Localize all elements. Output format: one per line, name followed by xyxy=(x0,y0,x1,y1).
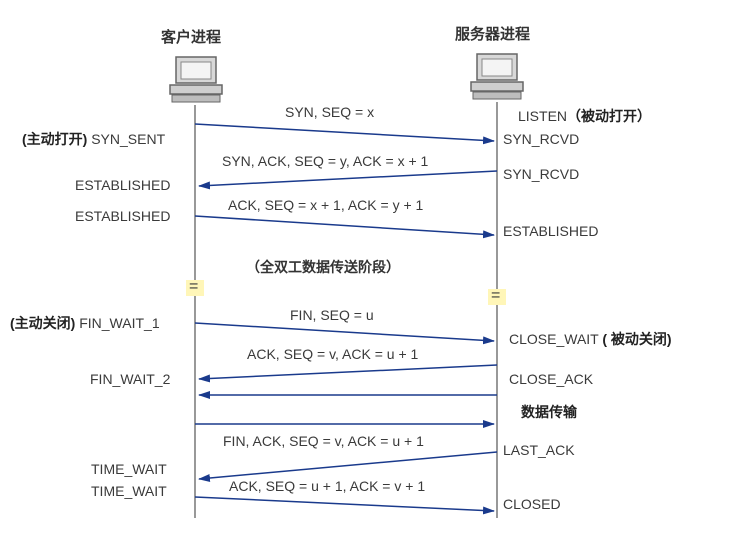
client-state-time-wait-2: TIME_WAIT xyxy=(91,483,167,499)
server-state-closed: CLOSED xyxy=(503,496,561,512)
fin-wait-1-label: FIN_WAIT_1 xyxy=(79,315,160,331)
arrow-fin xyxy=(194,322,495,345)
client-computer-icon xyxy=(169,56,223,103)
server-state-listen: LISTEN（被动打开） xyxy=(518,108,651,124)
server-break-marker-bg xyxy=(488,289,506,305)
client-state-fin-wait-1: (主动关闭) FIN_WAIT_1 xyxy=(10,315,160,331)
client-state-established-2: ESTABLISHED xyxy=(75,208,171,224)
active-open-note: (主动打开) xyxy=(22,131,88,147)
server-state-close-wait: CLOSE_WAIT ( 被动关闭) xyxy=(509,331,672,347)
server-break-marker: = xyxy=(491,287,501,304)
message-label: ACK, SEQ = u + 1, ACK = v + 1 xyxy=(229,478,426,494)
arrow-fin-ack xyxy=(198,364,498,383)
full-duplex-phase-label: （全双工数据传送阶段） xyxy=(246,259,400,275)
syn-sent-label: SYN_SENT xyxy=(91,131,166,147)
close-wait-label: CLOSE_WAIT xyxy=(509,331,599,347)
message-label: FIN, SEQ = u xyxy=(290,307,374,323)
client-state-syn-sent: (主动打开) SYN_SENT xyxy=(22,131,165,147)
listen-label: LISTEN xyxy=(518,108,568,124)
server-state-established: ESTABLISHED xyxy=(503,223,599,239)
message-label: SYN, ACK, SEQ = y, ACK = x + 1 xyxy=(222,153,429,169)
arrow-syn-ack xyxy=(198,170,498,190)
message-label: FIN, ACK, SEQ = v, ACK = u + 1 xyxy=(223,433,424,449)
client-process-title: 客户进程 xyxy=(161,29,222,46)
message-label: ACK, SEQ = x + 1, ACK = y + 1 xyxy=(228,197,424,213)
arrow-last-ack xyxy=(194,496,495,515)
client-break-marker-bg xyxy=(186,280,204,296)
passive-open-note: （被动打开） xyxy=(567,108,652,124)
server-state-last-ack: LAST_ACK xyxy=(503,442,575,458)
server-process-title: 服务器进程 xyxy=(455,26,531,43)
server-state-close-ack: CLOSE_ACK xyxy=(509,371,594,387)
server-state-syn-rcvd-2: SYN_RCVD xyxy=(503,166,580,182)
client-state-established-1: ESTABLISHED xyxy=(75,177,171,193)
arrow-ack xyxy=(194,215,495,239)
message-label: SYN, SEQ = x xyxy=(285,104,375,120)
data-transfer-label: 数据传输 xyxy=(521,404,577,420)
arrow-last-fin xyxy=(198,451,498,482)
server-computer-icon xyxy=(470,53,524,100)
arrow-syn xyxy=(194,123,495,145)
active-close-note: (主动关闭) xyxy=(10,315,76,331)
passive-close-note: ( 被动关闭) xyxy=(602,331,672,347)
message-label: ACK, SEQ = v, ACK = u + 1 xyxy=(247,346,419,362)
client-break-marker: = xyxy=(189,278,199,295)
client-state-time-wait-1: TIME_WAIT xyxy=(91,461,167,477)
server-state-syn-rcvd-1: SYN_RCVD xyxy=(503,131,580,147)
client-state-fin-wait-2: FIN_WAIT_2 xyxy=(90,371,171,387)
